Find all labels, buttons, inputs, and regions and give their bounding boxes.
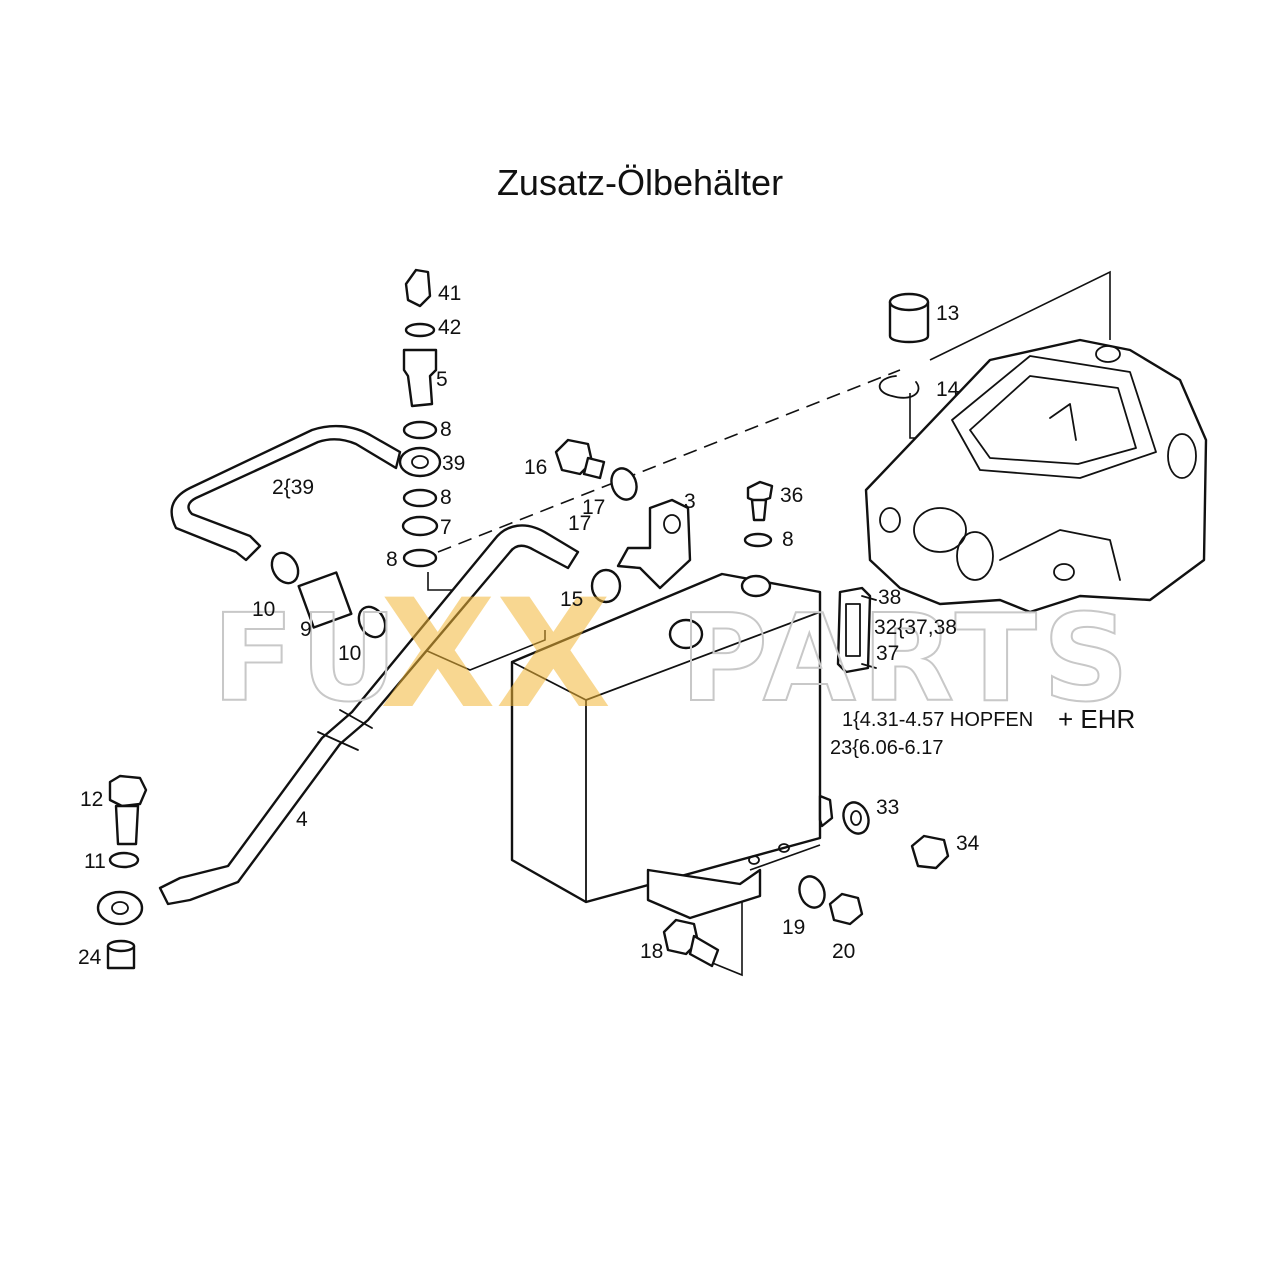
callout-39: 39 <box>442 452 465 475</box>
tank-filler <box>668 618 704 650</box>
tank-port <box>740 574 772 598</box>
washer-33 <box>842 801 870 835</box>
nut-20 <box>828 892 864 926</box>
callout-33: 33 <box>876 796 899 819</box>
bottom-left-fittings <box>96 774 148 970</box>
callout-8b: 8 <box>440 486 452 509</box>
note-line2: 23{6.06-6.17 <box>830 737 943 759</box>
note-line1: 1{4.31-4.57 HOPFEN <box>842 709 1033 731</box>
upper-hose-2 <box>170 424 402 562</box>
clip-14 <box>878 375 920 399</box>
watermark-right: PARTS <box>680 590 1135 729</box>
washer-7 <box>401 515 439 537</box>
callout-10b: 10 <box>338 642 361 665</box>
plug-34 <box>910 834 950 870</box>
bracket-3 <box>616 498 692 590</box>
callout-labels: 41 42 5 8 39 8 7 8 2{39 10 9 10 16 17 17… <box>78 282 980 969</box>
callout-19: 19 <box>782 916 805 939</box>
clamp-and-filter <box>270 551 387 639</box>
oil-tank <box>510 572 834 920</box>
transmission-housing <box>864 338 1208 614</box>
callout-41: 41 <box>438 282 461 305</box>
banjo-39 <box>398 446 442 478</box>
callout-5: 5 <box>436 368 448 391</box>
seal-8b <box>402 488 438 508</box>
diagram-title: Zusatz-Ölbehälter <box>496 162 784 203</box>
hose-clamp-10a <box>270 551 300 585</box>
breather-stack <box>398 268 442 568</box>
callout-7: 7 <box>440 516 452 539</box>
callout-32: 32{37,38 <box>874 616 957 639</box>
callout-14: 14 <box>936 378 960 401</box>
seal-8c <box>402 548 438 568</box>
callout-37: 37 <box>876 642 899 665</box>
callout-10a: 10 <box>252 598 275 621</box>
callout-9: 9 <box>300 618 312 641</box>
adapter-5 <box>402 348 438 408</box>
washer-17 <box>610 467 638 501</box>
callout-17a: 17 <box>582 496 605 519</box>
plug-36 <box>746 480 774 504</box>
washer-11 <box>108 851 140 869</box>
callout-16: 16 <box>524 456 547 479</box>
callout-3: 3 <box>684 490 696 513</box>
pipe-4 <box>158 524 580 906</box>
seal-8a <box>402 420 438 440</box>
seal-8d <box>743 532 773 548</box>
banjo-eye <box>96 890 144 926</box>
washer-19 <box>798 875 826 909</box>
callout-15: 15 <box>560 588 583 611</box>
watermark-left: FU <box>212 590 403 729</box>
callout-8c: 8 <box>386 548 398 571</box>
callout-34: 34 <box>956 832 980 855</box>
watermark-x: XX <box>380 568 611 742</box>
watermark: FU XX PARTS <box>211 568 1135 742</box>
cup-and-clip <box>878 292 930 399</box>
breather-cap <box>404 268 432 308</box>
callout-18: 18 <box>640 940 663 963</box>
callout-24: 24 <box>78 946 102 969</box>
callout-4: 4 <box>296 808 308 831</box>
note-line1-suffix: + EHR <box>1058 704 1135 734</box>
callout-12: 12 <box>80 788 103 811</box>
notes: 1{4.31-4.57 HOPFEN + EHR 23{6.06-6.17 <box>830 704 1135 759</box>
cup-13 <box>888 300 930 344</box>
tank-top-fittings <box>743 480 774 548</box>
hose-clamp-15 <box>590 568 622 604</box>
inline-filter-9 <box>297 571 353 629</box>
tank-foot <box>646 868 762 920</box>
callout-13: 13 <box>936 302 959 325</box>
callout-36: 36 <box>780 484 803 507</box>
callout-11: 11 <box>84 850 106 873</box>
callout-2: 2{39 <box>272 476 314 499</box>
drain-fittings <box>662 801 950 968</box>
bracket-assembly <box>554 438 692 604</box>
callout-17b: 17 <box>568 512 591 535</box>
callout-20: 20 <box>832 940 855 963</box>
banjo-bolt-12 <box>108 774 148 808</box>
callout-8a: 8 <box>440 418 452 441</box>
o-ring-42 <box>404 322 436 338</box>
callout-8d: 8 <box>782 528 794 551</box>
hose-clamp-10b <box>357 605 387 639</box>
sight-glass <box>836 586 877 674</box>
callout-42: 42 <box>438 316 461 339</box>
callout-38: 38 <box>878 586 901 609</box>
